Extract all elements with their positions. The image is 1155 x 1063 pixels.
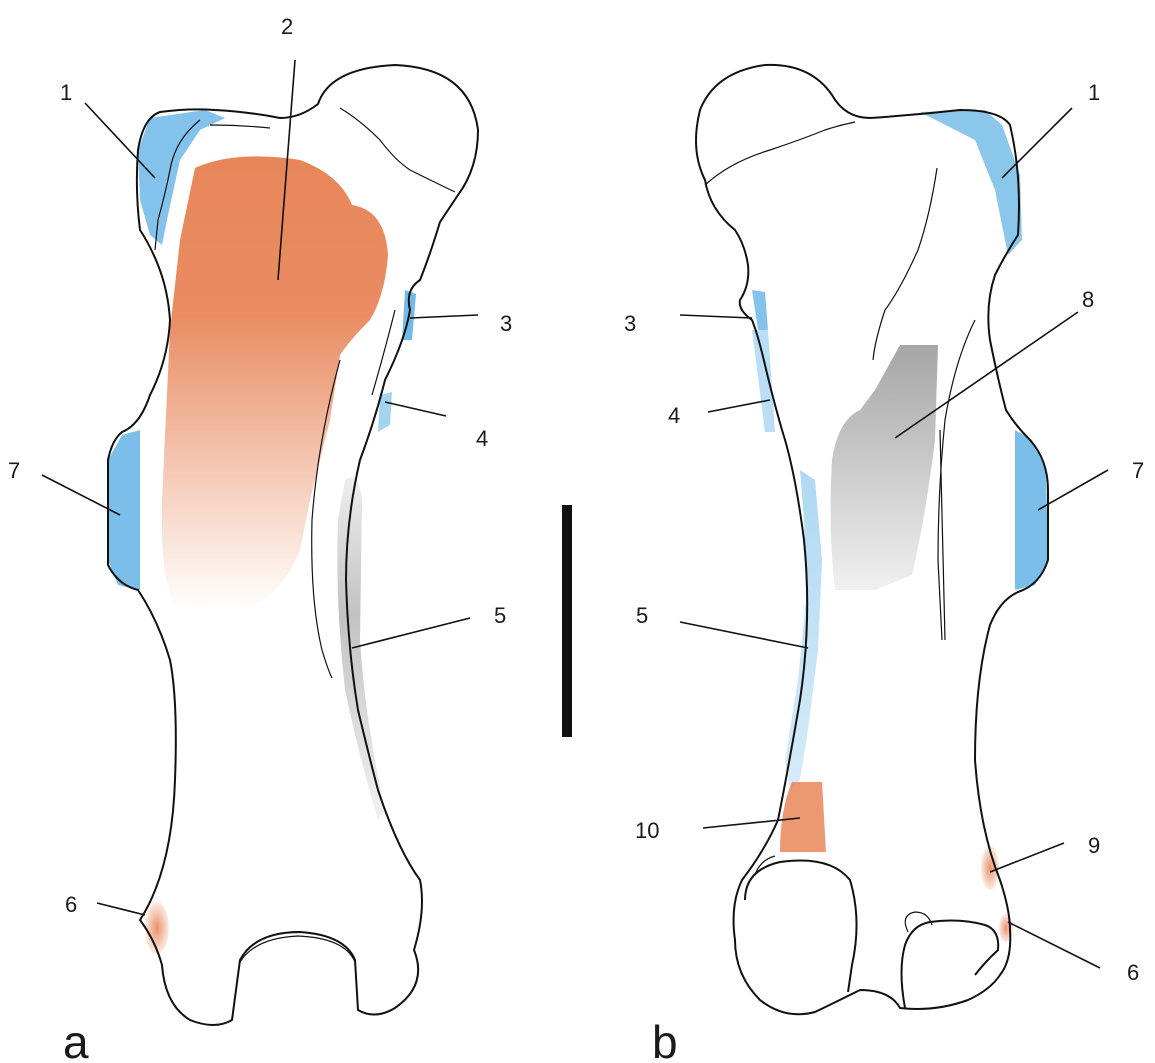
panel-label-a: a bbox=[63, 1016, 89, 1063]
area-5b-blue bbox=[785, 470, 822, 790]
label-a-1: 1 bbox=[60, 80, 72, 105]
label-b-9: 9 bbox=[1088, 833, 1100, 858]
bone-a-ridge-3 bbox=[210, 125, 270, 128]
area-8-grey bbox=[831, 345, 938, 590]
scale-bar bbox=[562, 505, 572, 737]
area-10-orange bbox=[780, 782, 826, 852]
label-b-5: 5 bbox=[636, 603, 648, 628]
label-b-4: 4 bbox=[668, 403, 680, 428]
label-a-3: 3 bbox=[500, 311, 512, 336]
bone-b-condyle-1 bbox=[745, 860, 857, 992]
area-4b-blue bbox=[752, 330, 775, 432]
label-b-8: 8 bbox=[1082, 287, 1094, 312]
label-a-5: 5 bbox=[494, 603, 506, 628]
label-b-7: 7 bbox=[1132, 458, 1144, 483]
label-a-2: 2 bbox=[281, 14, 293, 39]
area-7-blue bbox=[108, 430, 140, 590]
area-1b-blue bbox=[920, 110, 1022, 255]
bone-a-ridge-1 bbox=[340, 108, 455, 192]
area-7b-blue bbox=[1015, 430, 1048, 590]
label-a-4: 4 bbox=[476, 426, 488, 451]
bone-b bbox=[696, 65, 1048, 1014]
label-b-10: 10 bbox=[635, 818, 659, 843]
bone-a-notch bbox=[240, 936, 355, 962]
area-5-grey bbox=[337, 478, 385, 821]
panel-label-b: b bbox=[652, 1016, 678, 1063]
bone-b-condyle-2 bbox=[902, 921, 999, 1008]
area-6-orange bbox=[145, 902, 169, 954]
label-b-1: 1 bbox=[1088, 80, 1100, 105]
label-b-3: 3 bbox=[624, 311, 636, 336]
bone-a bbox=[108, 65, 478, 1025]
label-a-7: 7 bbox=[8, 458, 20, 483]
label-b-6: 6 bbox=[1127, 960, 1139, 985]
label-a-6: 6 bbox=[65, 892, 77, 917]
bone-b-ridge-2 bbox=[873, 168, 937, 360]
bone-b-ridge-1 bbox=[705, 122, 855, 185]
